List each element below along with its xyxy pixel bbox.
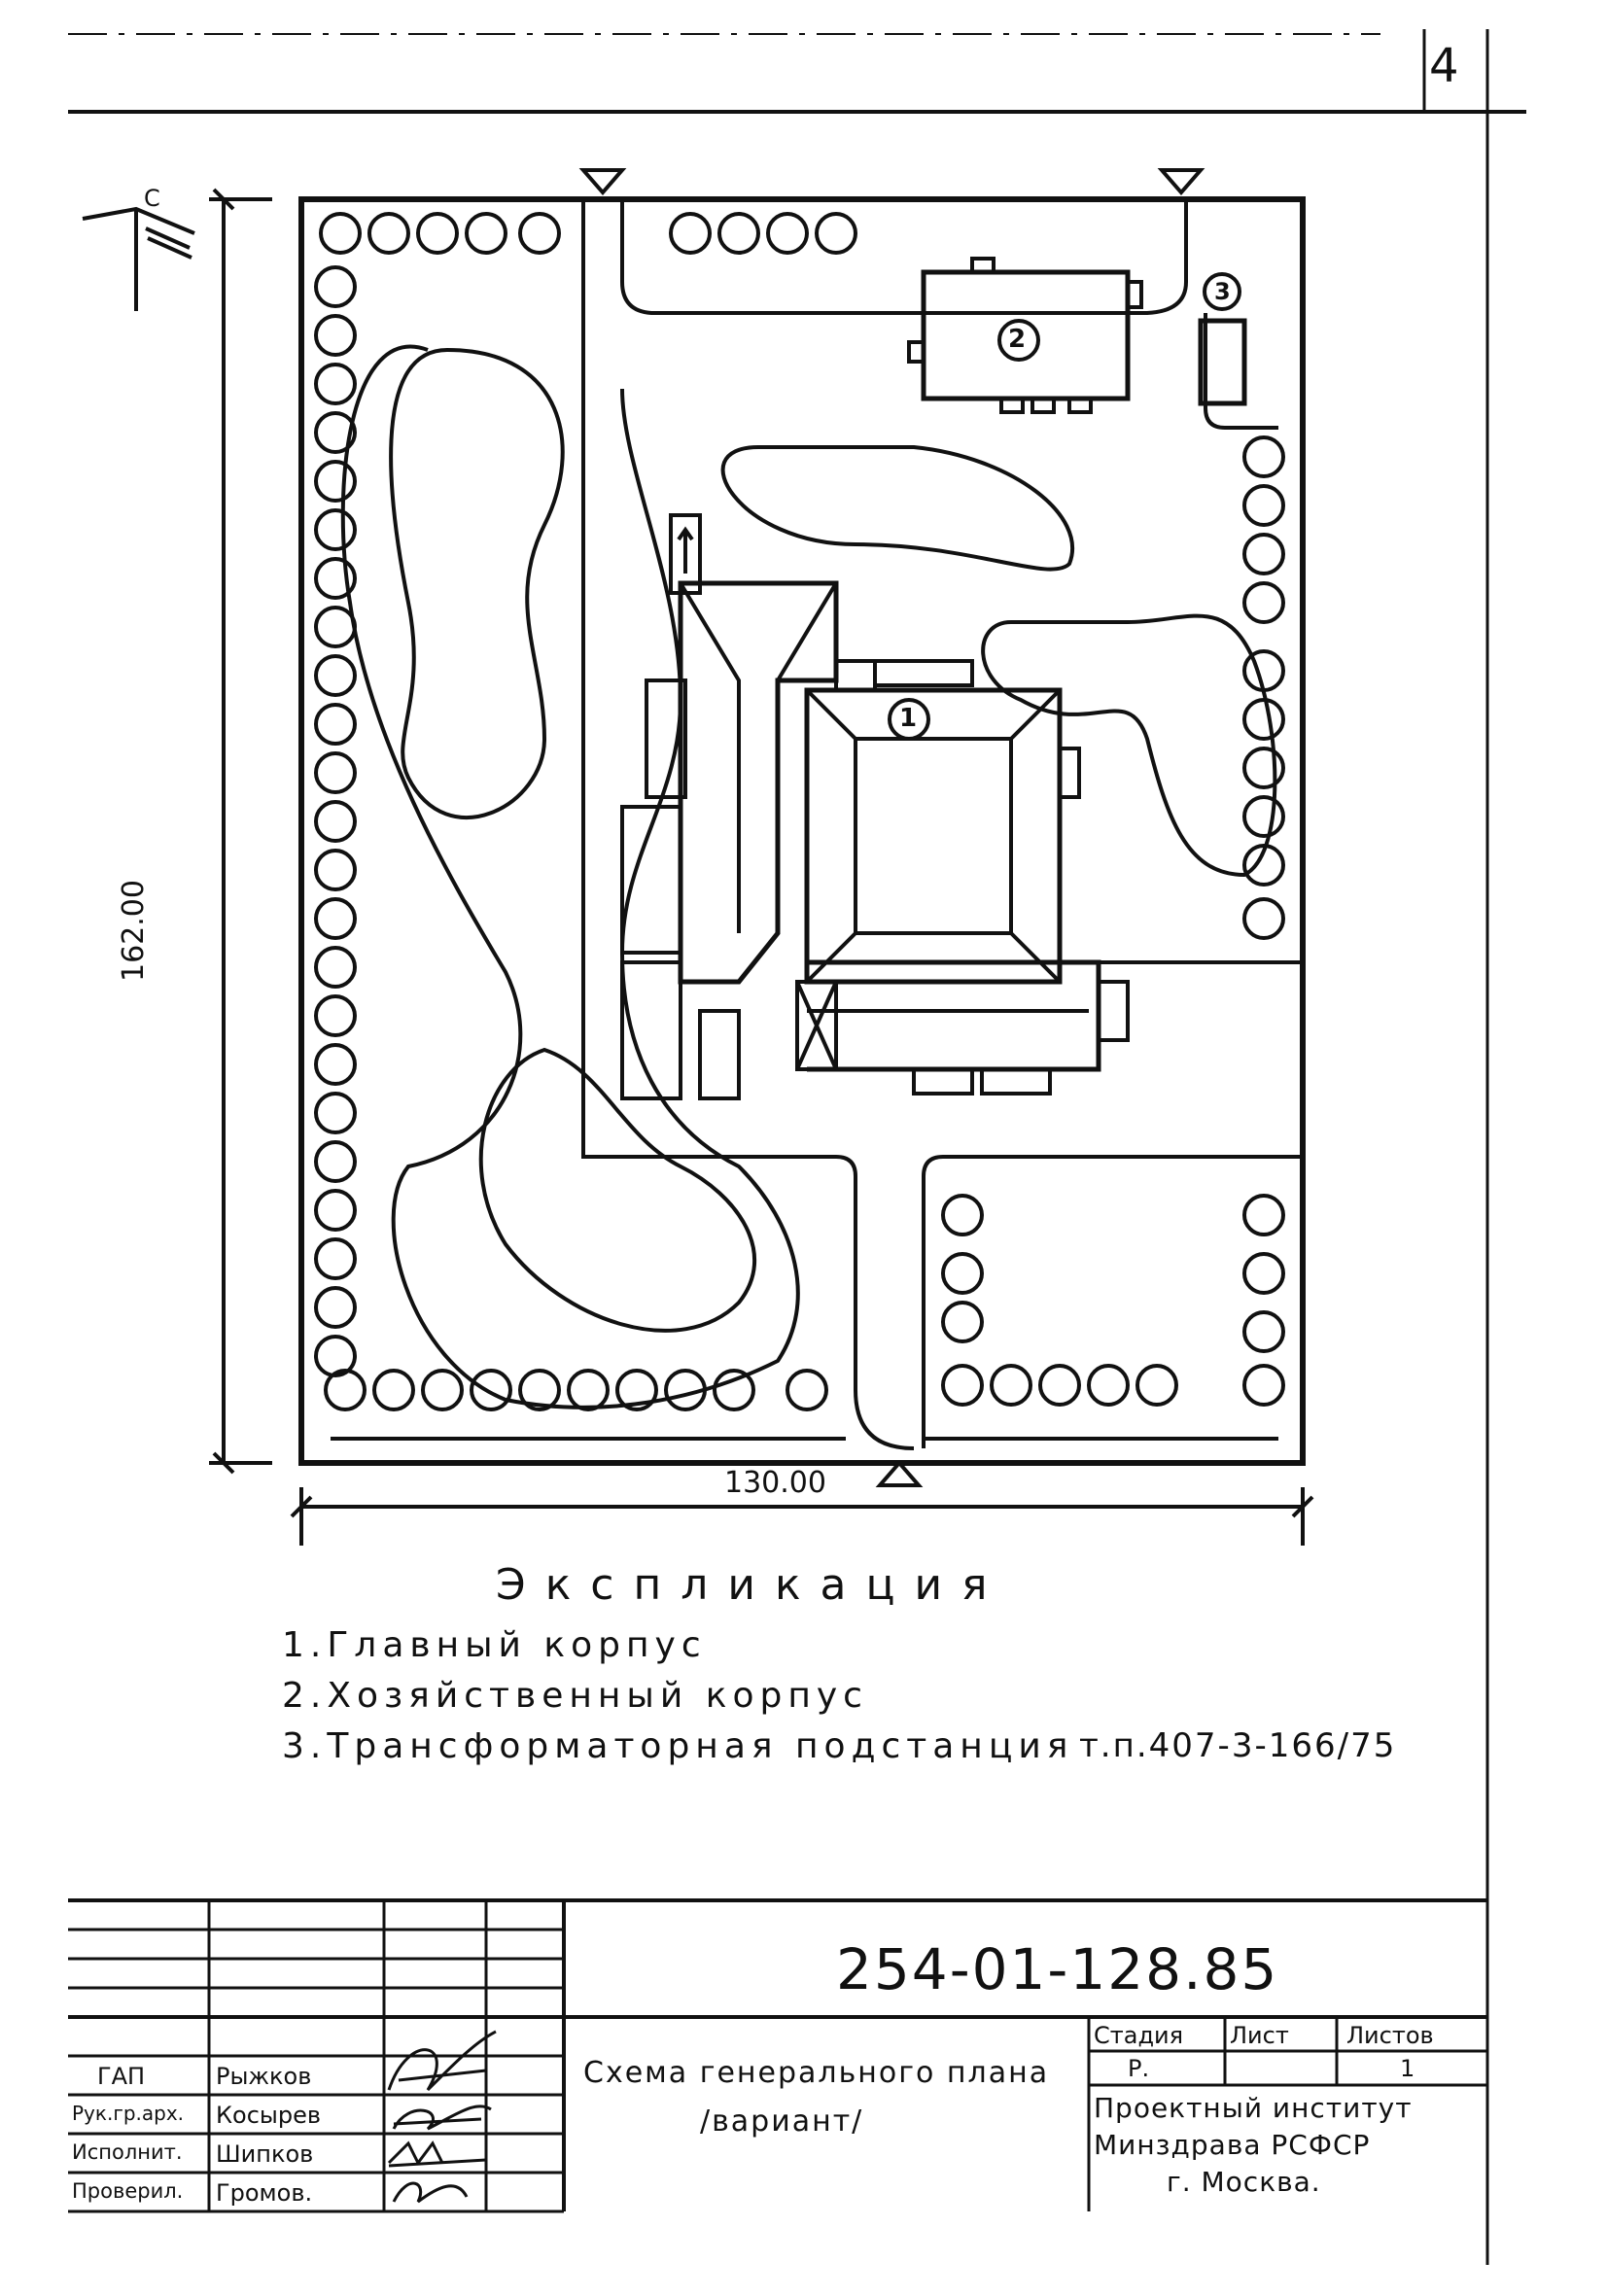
name-executor: Шипков	[216, 2140, 314, 2168]
explication-item-2: 2.Хозяйственный корпус	[282, 1676, 868, 1716]
entrance-markers	[578, 168, 1205, 1487]
tag-circle-3	[1203, 272, 1241, 311]
service-building-porch	[970, 257, 996, 274]
explication-item-3: 3.Трансформаторная подстанция	[282, 1726, 1074, 1766]
lawn-north-center	[720, 445, 1074, 572]
main-building-west-wing	[678, 580, 839, 985]
west-annex-1	[645, 678, 687, 799]
org-line-1: Проектный институт	[1094, 2092, 1413, 2124]
role-executor: Исполнит.	[72, 2140, 183, 2164]
title-block-grid	[68, 1898, 1487, 2213]
service-building-annex-west	[907, 340, 926, 364]
west-annex-2	[620, 805, 682, 955]
dimension-lines	[209, 188, 1314, 1546]
east-small-porch	[1058, 747, 1081, 799]
building-tag-1: 1	[899, 704, 918, 733]
sheets-header: Листов	[1346, 2022, 1434, 2049]
lawn-west-outer	[340, 344, 800, 1409]
role-gap: ГАП	[97, 2063, 146, 2090]
service-building-door-1	[999, 397, 1025, 414]
drawing-description: Схема генерального плана	[583, 2056, 1050, 2090]
building-tag-2: 2	[1008, 325, 1027, 354]
east-porch	[1097, 980, 1130, 1042]
stage-header: Стадия	[1094, 2022, 1184, 2049]
main-road-left	[581, 199, 915, 1450]
signature-3	[387, 2140, 487, 2168]
signature-4	[392, 2181, 469, 2204]
north-label: С	[144, 185, 160, 212]
lawn-west-upper	[389, 347, 565, 819]
drawing-code: 254-01-128.85	[836, 1936, 1279, 2002]
north-arrow-icon	[82, 206, 195, 311]
entrance-cross	[795, 981, 838, 1070]
sheet-header: Лист	[1230, 2022, 1289, 2049]
sheets-value: 1	[1400, 2055, 1415, 2082]
role-checker: Проверил.	[72, 2179, 184, 2203]
service-building	[921, 269, 1131, 401]
main-building-entrance	[795, 980, 838, 1071]
signature-2	[392, 2105, 492, 2131]
explication-item-1: 1.Главный корпус	[282, 1625, 707, 1665]
name-checker: Громов.	[216, 2179, 313, 2207]
ramp	[669, 513, 702, 595]
west-annex-4	[698, 1009, 741, 1100]
stage-value: Р.	[1128, 2055, 1150, 2082]
lawn-east	[981, 613, 1277, 878]
tag-circle-1	[888, 698, 930, 741]
transformer-substation	[1198, 318, 1247, 406]
main-building-block	[804, 687, 1063, 985]
south-porch-1	[912, 1067, 974, 1096]
service-building-door-2	[1031, 397, 1056, 414]
site-boundary	[298, 196, 1306, 1466]
drawing-variant: /вариант/	[700, 2105, 864, 2139]
south-porch-2	[980, 1067, 1052, 1096]
explication-title: Экспликация	[496, 1560, 1007, 1610]
north-porch	[873, 659, 974, 687]
org-line-2: Минздрава РСФСР	[1094, 2129, 1371, 2161]
name-group-head: Косырев	[216, 2102, 322, 2129]
lawn-southwest	[478, 1047, 757, 1333]
main-road-right	[922, 1155, 1303, 1448]
top-road	[620, 199, 1188, 315]
name-gap: Рыжков	[216, 2063, 312, 2090]
east-path	[1204, 313, 1278, 430]
role-group-head: Рук.гр.арх.	[72, 2102, 185, 2125]
main-building-courtyard	[854, 737, 1013, 935]
service-building-annex-east	[1126, 280, 1143, 309]
service-building-door-3	[1067, 397, 1093, 414]
signature-1	[387, 2030, 497, 2092]
signatures	[387, 2030, 497, 2204]
west-annex-3	[620, 960, 682, 1100]
org-line-3: г. Москва.	[1167, 2166, 1321, 2198]
width-dimension: 130.00	[724, 1466, 826, 1500]
main-building-link	[834, 659, 877, 692]
standard-project-reference: т.п.407-3-166/75	[1079, 1726, 1397, 1765]
west-wing-roof	[679, 581, 838, 933]
ramp-arrow	[677, 526, 694, 574]
main-building-roof-ridges	[805, 688, 1062, 984]
tree-rows	[314, 212, 1285, 1411]
tag-circle-2	[997, 319, 1040, 362]
sheet-number: 4	[1429, 39, 1459, 93]
height-dimension: 162.00	[117, 880, 151, 982]
building-tag-3: 3	[1214, 278, 1231, 305]
